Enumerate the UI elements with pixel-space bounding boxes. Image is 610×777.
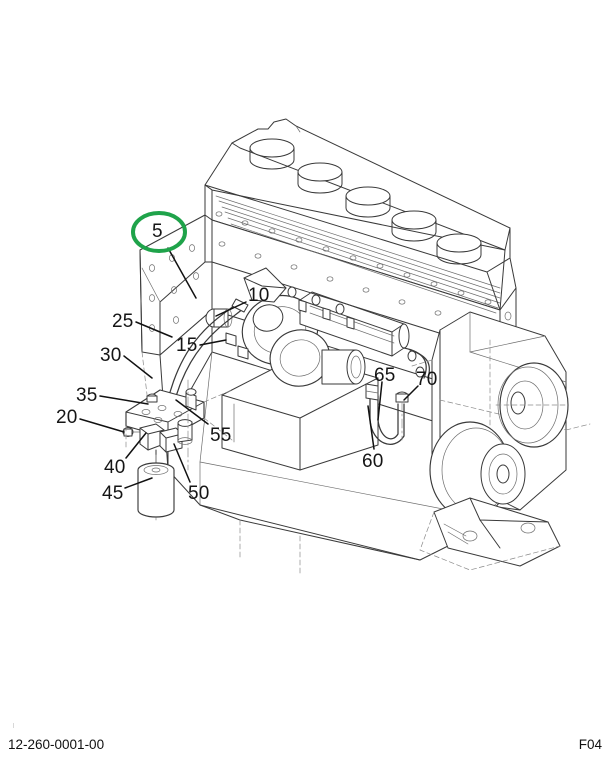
oil-filter-canister bbox=[137, 462, 175, 518]
highlight-ellipse bbox=[131, 211, 187, 253]
callout-label-40: 40 bbox=[104, 457, 126, 478]
callout-label-10: 10 bbox=[248, 285, 270, 306]
callout-label-15: 15 bbox=[176, 335, 198, 356]
front-gear-housing bbox=[419, 311, 569, 571]
callout-leader-35 bbox=[99, 395, 149, 405]
callout-leader-70 bbox=[403, 385, 419, 401]
footer-figure-code: F04 bbox=[578, 737, 602, 752]
oil-cooler-tube-bank bbox=[225, 286, 431, 379]
stud-right bbox=[185, 388, 197, 411]
callout-label-25: 25 bbox=[112, 311, 134, 332]
callout-leader-15 bbox=[199, 339, 227, 346]
callout-leader-55 bbox=[175, 399, 209, 425]
adapter-plate-hole-group bbox=[141, 405, 183, 423]
callout-leader-50 bbox=[173, 443, 191, 483]
mounting-bolt-top bbox=[146, 393, 158, 403]
page-speck bbox=[13, 723, 14, 728]
turbocharger-assembly bbox=[205, 267, 366, 387]
footer-part-number: 12-260-0001-00 bbox=[8, 737, 105, 752]
callout-label-20: 20 bbox=[56, 407, 78, 428]
hidden-edge-group bbox=[125, 359, 591, 449]
callout-label-45: 45 bbox=[102, 483, 124, 504]
callout-leader-40 bbox=[125, 432, 147, 459]
cylinder-head-assembly bbox=[204, 118, 517, 353]
callout-leader-45 bbox=[124, 477, 153, 489]
callout-label-30: 30 bbox=[100, 345, 122, 366]
callout-leader-20 bbox=[79, 418, 125, 433]
callout-label-65: 65 bbox=[374, 365, 396, 386]
callout-label-50: 50 bbox=[188, 483, 210, 504]
callout-leader-10 bbox=[215, 301, 247, 317]
callout-leader-5 bbox=[167, 247, 197, 299]
oil-cooler-bypass-hose bbox=[365, 383, 409, 445]
callout-label-70: 70 bbox=[416, 369, 438, 390]
callout-label-5: 5 bbox=[152, 221, 163, 242]
callout-leader-65 bbox=[377, 381, 383, 421]
filter-head-valve-group bbox=[139, 419, 193, 453]
callout-label-60: 60 bbox=[362, 451, 384, 472]
callout-leader-25 bbox=[135, 321, 173, 338]
callout-label-55: 55 bbox=[210, 425, 232, 446]
stud-group bbox=[287, 286, 425, 378]
callout-leader-30 bbox=[123, 355, 153, 379]
callout-leader-group bbox=[79, 247, 419, 489]
callout-leader-60 bbox=[367, 405, 375, 450]
hose-bracket bbox=[365, 383, 379, 401]
callout-label-35: 35 bbox=[76, 385, 98, 406]
cylinder-cap-group bbox=[249, 138, 482, 265]
pulley-upper bbox=[495, 362, 569, 448]
oil-filter-head-assembly bbox=[122, 379, 205, 521]
